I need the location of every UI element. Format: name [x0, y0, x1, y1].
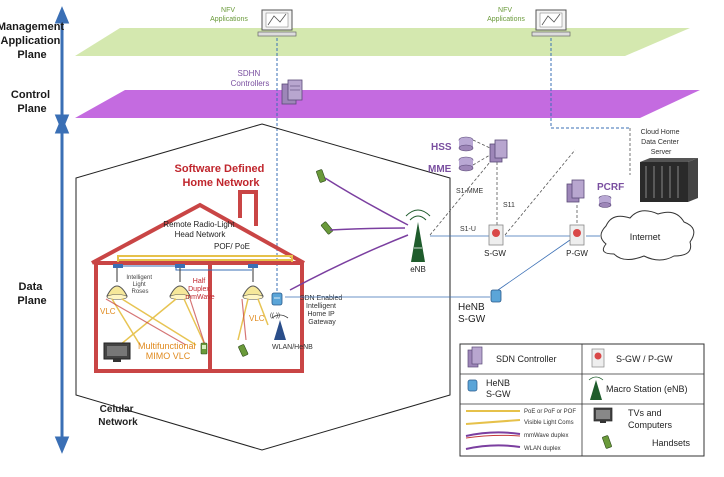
- core-sdn-controller-icon[interactable]: [489, 139, 508, 163]
- hss-db-icon[interactable]: [458, 136, 474, 152]
- legend-mmwave-label: mmWave duplex: [524, 433, 568, 439]
- gateway-label: SDN Enabled Intelligent Home IP Gateway: [300, 295, 344, 326]
- control-plane-label: Control Plane: [11, 89, 53, 115]
- cellular-hexagon: [75, 123, 451, 451]
- legend-poe-label: PoE or PoF or POF: [524, 409, 576, 415]
- management-plane-label: Management Application Plane: [0, 21, 67, 61]
- pcrf-db-icon[interactable]: [598, 195, 612, 208]
- henb-sgw-icon[interactable]: [490, 289, 502, 303]
- legend-vlc-label: Visible Light Coms: [524, 420, 574, 426]
- wlan-ap-icon[interactable]: [271, 314, 289, 340]
- pgw-icon[interactable]: [569, 224, 585, 246]
- handset-icon-home-2[interactable]: [238, 344, 249, 357]
- legend-lines: [465, 410, 521, 450]
- legend-tv-icon: [593, 407, 613, 423]
- legend-henb-label: HeNB S-GW: [486, 378, 513, 399]
- sgw-icon[interactable]: [488, 224, 504, 246]
- hss-label: HSS: [431, 142, 452, 153]
- enb-wireless-links: [289, 177, 409, 291]
- legend-handset-icon: [602, 435, 612, 449]
- poe-cabling-blue: [122, 265, 252, 271]
- remote-head-label: Remote Radio-Light Head Network: [163, 220, 236, 239]
- mmwave-beams: [105, 298, 247, 346]
- home-gateway-icon[interactable]: [271, 292, 283, 306]
- management-links: [276, 38, 630, 300]
- cellular-network-label: Celular Network: [98, 404, 138, 428]
- enb-tower-icon[interactable]: [405, 209, 431, 262]
- pof-label: POF/ PoE: [214, 242, 250, 251]
- legend-henb-icon: [467, 379, 478, 392]
- mme-label: MME: [428, 164, 452, 175]
- legend-tvs-label: TVs and Computers: [628, 408, 673, 430]
- data-plane-label: Data Plane: [17, 281, 46, 307]
- wlan-label: WLAN/HeNB: [272, 344, 313, 351]
- handset-icon-2[interactable]: [320, 221, 334, 235]
- internet-cloud-icon[interactable]: [600, 210, 695, 261]
- handset-icon-1[interactable]: [316, 169, 326, 183]
- nfv-computer-right[interactable]: [531, 9, 571, 37]
- wlan-signal-glyph: ((·)): [270, 313, 280, 319]
- henb-label: HeNB S-GW: [458, 302, 487, 325]
- s11-label: S11: [503, 202, 515, 209]
- legend: SDN Controller S-GW / P-GW HeNB S-GW Mac…: [459, 343, 705, 457]
- lamp-3: [242, 268, 264, 300]
- pcrf-controller-icon[interactable]: [566, 179, 585, 203]
- pcrf-label: PCRF: [597, 182, 624, 193]
- light-fixtures: [106, 264, 264, 300]
- smart-home: [91, 190, 305, 373]
- handset-icon-home[interactable]: [200, 342, 208, 355]
- nfv-right-label: NFV Applications: [487, 7, 525, 23]
- tv-icon[interactable]: [103, 342, 131, 362]
- sgw-label: S-GW: [484, 249, 506, 258]
- legend-sdn-icon: [467, 346, 483, 368]
- data-center-server-icon[interactable]: [640, 158, 698, 202]
- s1u-label: S1-U: [460, 226, 476, 233]
- legend-macro-label: Macro Station (eNB): [606, 384, 688, 394]
- multifunctional-label: Multifunctional MIMO VLC: [138, 341, 198, 361]
- vlc-label-2: VLC: [249, 314, 265, 323]
- legend-gw-icon: [591, 348, 605, 368]
- internet-label: Internet: [630, 232, 661, 242]
- sdhn-label: SDHN Controllers: [231, 69, 270, 88]
- legend-sdn-label: SDN Controller: [496, 354, 557, 364]
- pgw-label: P-GW: [566, 249, 588, 258]
- cloud-server-label: Cloud Home Data Center Server: [641, 129, 682, 156]
- legend-gw-label: S-GW / P-GW: [616, 354, 673, 364]
- legend-macro-icon: [588, 376, 604, 400]
- core-links: [285, 139, 600, 298]
- lamp-2: [169, 268, 191, 300]
- legend-handsets-label: Handsets: [652, 438, 691, 448]
- lamp-1: [106, 268, 128, 300]
- vlc-label-1: VLC: [100, 307, 116, 316]
- home-title: Software Defined Home Network: [175, 163, 268, 189]
- intelligent-light-label: Intelligent Light Roses: [126, 275, 153, 295]
- sdhn-controller-icon[interactable]: [281, 79, 303, 105]
- control-plane: [75, 90, 700, 118]
- nfv-left-label: NFV Applications: [210, 7, 248, 23]
- poe-cabling: [117, 255, 293, 262]
- management-plane: [75, 28, 690, 56]
- mme-db-icon[interactable]: [458, 156, 474, 172]
- enb-label: eNB: [410, 265, 426, 274]
- s1mme-label: S1-MME: [456, 188, 484, 195]
- plane-axis: [54, 6, 70, 454]
- vlc-beams: [111, 298, 269, 346]
- legend-wlan-label: WLAN duplex: [524, 446, 561, 452]
- half-duplex-label: Half Duplex mmWave: [185, 278, 214, 301]
- nfv-computer-left[interactable]: [257, 9, 297, 37]
